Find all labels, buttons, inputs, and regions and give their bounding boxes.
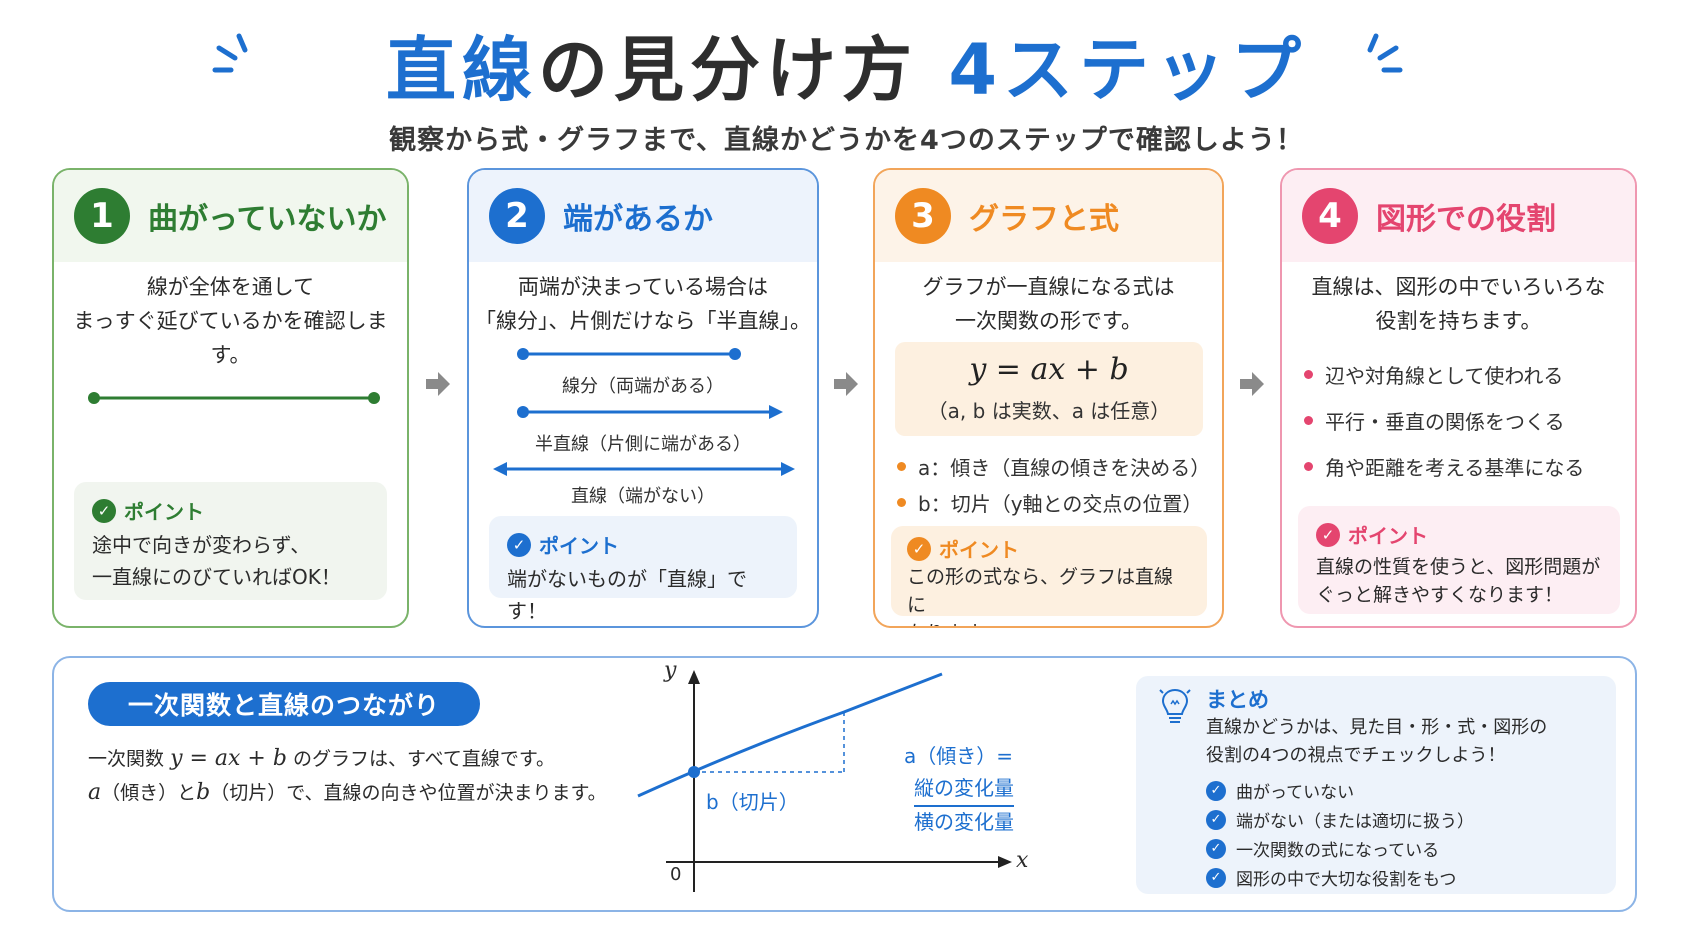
linear-function-panel: 一次関数と直線のつながり 一次関数 y = ax + b のグラフは、すべて直線… [52,656,1637,912]
step-description: 直線は、図形の中でいろいろな 役割を持ちます。 [1311,275,1606,333]
summary-text: 直線かどうかは、見た目・形・式・図形の役割の4つの視点でチェックしよう！ [1206,717,1548,766]
step-number-badge: 4 [1302,188,1358,244]
intercept-label: b（切片） [706,790,799,814]
step-number-badge: 2 [489,188,545,244]
lightbulb-icon [1159,688,1191,723]
checklist-item: ✓端がない（または適切に扱う） [1206,807,1474,832]
checklist-item: ✓曲がっていない [1206,778,1354,803]
check-circle-icon: ✓ [1206,838,1226,859]
slope-numerator: 縦の変化量 [914,772,1014,807]
step-card-1: 1 曲がっていないか 線が全体を通して まっすぐ延びているかを確認します。 ✓ポ… [52,168,409,628]
step-title: 曲がっていないか [148,202,387,237]
sparkle-left-icon [212,33,248,73]
bullet-item: 角や距離を考える基準になる [1304,452,1584,481]
page-subtitle: 観察から式・グラフまで、直線かどうかを4つのステップで確認しよう！ [389,125,1304,156]
arrow-right-icon [1240,372,1264,396]
linear-graph [637,670,1012,892]
point-box: ✓ポイント この形の式なら、グラフは直線になります。 [891,526,1207,626]
check-circle-icon: ✓ [1206,867,1226,888]
formula-box: y = ax + b （a, b は実数、a は任意） [895,342,1203,436]
line-types-illustration [493,348,795,476]
straight-line-illustration [88,392,380,404]
step-description: 両端が決まっている場合は 「線分」、片側だけなら「半直線」。 [475,275,811,333]
arrow-right-icon [426,372,450,396]
y-axis-label: y [664,658,677,683]
bullet-item: b：切片（y軸との交点の位置） [897,488,1202,517]
step-description: 線が全体を通して まっすぐ延びているかを確認します。 [73,275,388,367]
checklist-item: ✓図形の中で大切な役割をもつ [1206,865,1456,890]
x-axis-label: x [1016,848,1029,873]
step-card-2: 2 端があるか 両端が決まっている場合は 「線分」、片側だけなら「半直線」。 線… [467,168,819,628]
check-circle-icon: ✓ [1206,809,1226,830]
step-title: グラフと式 [969,202,1119,237]
bullet-item: a：傾き（直線の傾きを決める） [897,452,1210,481]
step-card-4: 4 図形での役割 直線は、図形の中でいろいろな 役割を持ちます。 辺や対角線とし… [1280,168,1637,628]
bullet-item: 平行・垂直の関係をつくる [1304,406,1565,435]
check-circle-icon: ✓ [907,536,931,561]
section-pill-title: 一次関数と直線のつながり [88,682,480,726]
segment-label: 線分（両端がある） [562,376,724,397]
sparkle-right-icon [1367,33,1403,73]
step-description: グラフが一直線になる式は 一次関数の形です。 [922,275,1175,333]
point-box: ✓ポイント 端がないものが「直線」です！ [489,516,797,623]
ray-label: 半直線（片側に端がある） [535,434,751,455]
page-title: 直線の見分け方 4ステップ [385,29,1308,111]
step-header: 1 曲がっていないか [54,170,407,262]
line-label: 直線（端がない） [571,486,715,507]
step-number-badge: 1 [74,188,130,244]
arrow-right-icon [834,372,858,396]
point-box: ✓ポイント 途中で向きが変わらず、一直線にのびていればOK！ [74,482,387,600]
step-header: 4 図形での役割 [1282,170,1635,262]
step-number-badge: 3 [895,188,951,244]
explanation-line-2: a（傾き）とb（切片）で、直線の向きや位置が決まります。 [88,780,607,805]
check-circle-icon: ✓ [1316,522,1340,547]
checklist-item: ✓一次関数の式になっている [1206,836,1439,861]
slope-denominator: 横の変化量 [914,810,1014,834]
step-card-3: 3 グラフと式 グラフが一直線になる式は 一次関数の形です。 y = ax + … [873,168,1224,628]
step-header: 2 端があるか [469,170,817,262]
step-title: 端があるか [563,202,713,237]
summary-box: まとめ 直線かどうかは、見た目・形・式・図形の役割の4つの視点でチェックしよう！… [1136,676,1616,894]
point-box: ✓ポイント 直線の性質を使うと、図形問題がぐっと解きやすくなります！ [1298,506,1620,614]
step-header: 3 グラフと式 [875,170,1222,262]
slope-label: a（傾き）= [904,744,1014,768]
check-circle-icon: ✓ [507,532,531,557]
explanation-line-1: 一次関数 y = ax + b のグラフは、すべて直線です。 [88,746,555,771]
summary-heading: まとめ [1206,688,1269,712]
step-title: 図形での役割 [1376,202,1556,237]
check-circle-icon: ✓ [1206,780,1226,801]
origin-label: 0 [670,864,682,885]
bullet-item: 辺や対角線として使われる [1304,360,1563,389]
check-circle-icon: ✓ [92,498,116,523]
